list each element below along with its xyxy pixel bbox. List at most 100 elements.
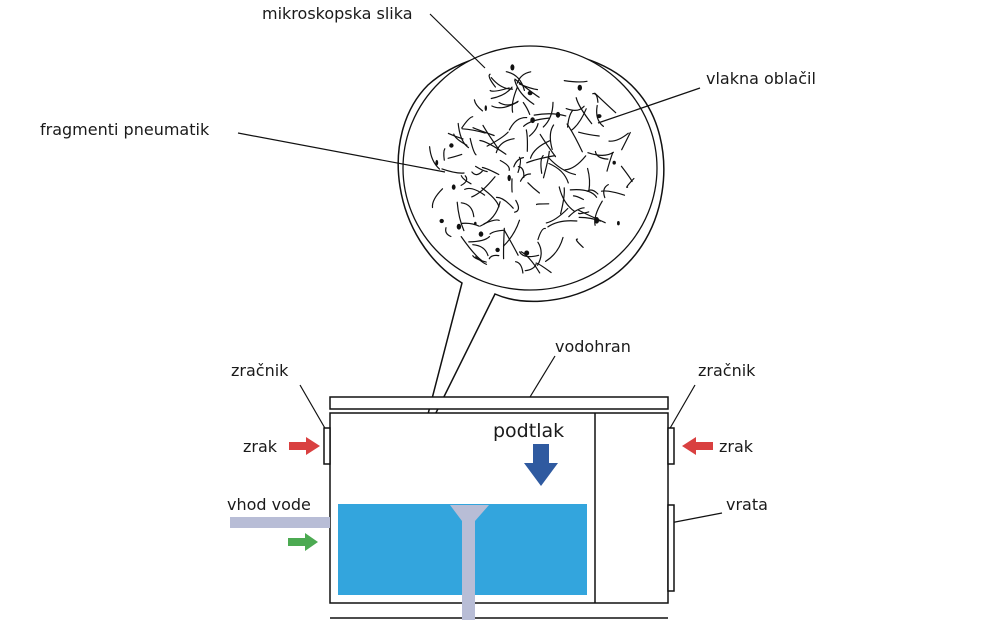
cloth-fiber bbox=[514, 199, 520, 213]
label-microscope-image: mikroskopska slika bbox=[262, 4, 413, 23]
cloth-fiber bbox=[545, 207, 569, 224]
cloth-fiber bbox=[517, 156, 522, 173]
tire-fragment bbox=[474, 221, 477, 226]
cloth-fiber bbox=[563, 80, 588, 83]
cloth-fiber bbox=[447, 153, 463, 159]
cloth-fiber bbox=[464, 187, 486, 196]
cloth-fiber bbox=[535, 203, 550, 206]
tire-fragment bbox=[495, 247, 500, 253]
cloth-fiber bbox=[481, 187, 500, 208]
tire-fragment bbox=[530, 117, 535, 124]
label-water-tank: vodohran bbox=[555, 337, 631, 356]
label-vent-left: zračnik bbox=[231, 361, 289, 380]
cloth-fiber bbox=[488, 73, 496, 88]
cloth-fiber bbox=[461, 128, 486, 134]
filter-device bbox=[230, 396, 675, 620]
cloth-fiber bbox=[469, 137, 477, 156]
cloth-fiber bbox=[587, 151, 614, 156]
cloth-fiber bbox=[473, 99, 484, 112]
cloth-fiber bbox=[472, 255, 487, 263]
cloth-fiber bbox=[461, 222, 480, 227]
cloth-fiber bbox=[472, 127, 495, 137]
tire-fragment bbox=[527, 90, 533, 96]
cloth-fiber bbox=[575, 238, 584, 248]
vent-left bbox=[323, 427, 331, 465]
cloth-fiber bbox=[460, 202, 475, 218]
cloth-fiber bbox=[587, 167, 591, 192]
tire-fragment bbox=[449, 143, 454, 148]
cloth-fiber bbox=[568, 207, 585, 218]
cloth-fiber bbox=[514, 78, 540, 98]
tank-lid bbox=[329, 396, 669, 410]
cloth-fiber bbox=[513, 157, 524, 168]
cloth-fiber bbox=[577, 209, 606, 224]
arrow-right-icon bbox=[289, 437, 320, 455]
cloth-fiber bbox=[558, 186, 576, 213]
cloth-fiber bbox=[488, 254, 500, 260]
cloth-fiber bbox=[594, 150, 609, 160]
cloth-fiber bbox=[495, 196, 514, 209]
microscope-bubble bbox=[397, 45, 665, 446]
cloth-fiber bbox=[606, 152, 614, 172]
tire-fragment bbox=[456, 223, 462, 230]
arrow-down-icon bbox=[524, 444, 558, 486]
cloth-fiber bbox=[542, 150, 550, 179]
tire-fragment bbox=[451, 184, 456, 190]
cloth-fiber bbox=[502, 219, 521, 247]
cloth-fiber bbox=[621, 131, 631, 151]
cloth-fiber bbox=[491, 101, 519, 109]
cloth-fiber bbox=[471, 176, 496, 198]
tire-fragment bbox=[577, 84, 582, 91]
leader-microscope bbox=[429, 13, 486, 69]
cloth-fiber bbox=[511, 86, 518, 113]
cloth-fiber bbox=[537, 227, 546, 241]
door-panel bbox=[667, 504, 675, 592]
cloth-fiber bbox=[508, 116, 528, 131]
cloth-fiber bbox=[471, 170, 483, 176]
cloth-fiber bbox=[571, 108, 587, 131]
cloth-fiber bbox=[475, 256, 488, 265]
cloth-fiber bbox=[483, 219, 500, 225]
tire-fragment bbox=[555, 111, 561, 118]
cloth-fiber bbox=[502, 227, 505, 260]
cloth-fiber bbox=[504, 230, 519, 256]
vent-right bbox=[667, 427, 675, 465]
cloth-fiber bbox=[603, 184, 609, 199]
cloth-fiber bbox=[443, 148, 446, 161]
cloth-fiber bbox=[515, 261, 524, 274]
cloth-fiber bbox=[596, 104, 604, 127]
label-air-left: zrak bbox=[243, 437, 278, 456]
cloth-fiber bbox=[549, 124, 555, 150]
cloth-fiber bbox=[505, 71, 525, 91]
cloth-fiber bbox=[548, 162, 569, 184]
leader-door bbox=[669, 512, 723, 524]
label-underpressure: podtlak bbox=[493, 420, 564, 442]
cloth-fiber bbox=[594, 200, 603, 226]
cloth-fiber bbox=[564, 155, 587, 171]
cloth-fiber bbox=[529, 140, 551, 159]
cloth-fiber bbox=[481, 166, 500, 176]
cloth-fiber bbox=[460, 175, 472, 185]
cloth-fiber bbox=[461, 116, 474, 129]
cloth-fiber bbox=[486, 131, 509, 147]
cloth-fiber bbox=[535, 262, 552, 274]
cloth-fiber bbox=[441, 168, 465, 174]
cloth-fiber bbox=[514, 79, 535, 105]
water-inlet-pipe bbox=[230, 517, 330, 528]
tire-fragment bbox=[478, 231, 484, 237]
cloth-fiber bbox=[626, 177, 635, 188]
label-door: vrata bbox=[726, 495, 768, 514]
cloth-fiber bbox=[468, 236, 491, 243]
cloth-fiber bbox=[594, 92, 617, 114]
cloth-fiber bbox=[572, 195, 584, 201]
drain-funnel bbox=[450, 505, 489, 620]
cloth-fiber bbox=[542, 101, 554, 128]
leader-vent-left bbox=[299, 384, 327, 431]
cloth-fiber bbox=[519, 173, 532, 182]
cloth-fiber bbox=[539, 133, 557, 158]
label-water-inlet: vhod vode bbox=[227, 495, 311, 514]
cloth-fiber bbox=[475, 165, 488, 173]
cloth-fiber bbox=[565, 105, 585, 111]
leader-fibers bbox=[597, 87, 701, 124]
